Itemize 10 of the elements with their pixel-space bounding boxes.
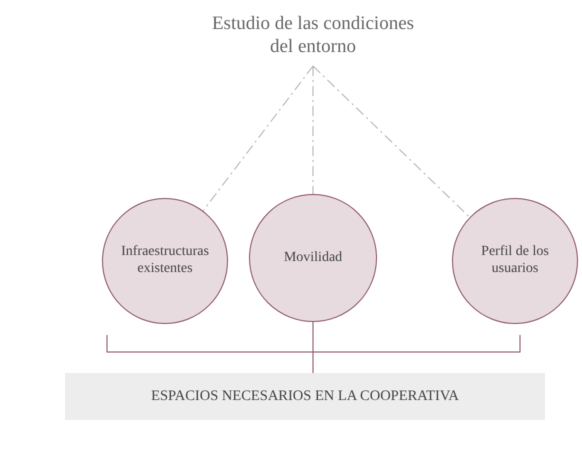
node-label: Infraestructuras existentes (120, 244, 210, 278)
connector-line (312, 66, 470, 218)
node-label: Perfil de los usuarios (480, 244, 550, 278)
node-label: ESPACIOS NECESARIOS EN LA COOPERATIVA (151, 388, 459, 406)
heading-text: Estudio de las condiciones del entorno (210, 13, 416, 59)
result-band (65, 373, 545, 420)
connector-line (202, 66, 314, 212)
connector-line (312, 66, 314, 194)
node-label: Movilidad (284, 250, 342, 266)
connector-line (312, 334, 520, 374)
